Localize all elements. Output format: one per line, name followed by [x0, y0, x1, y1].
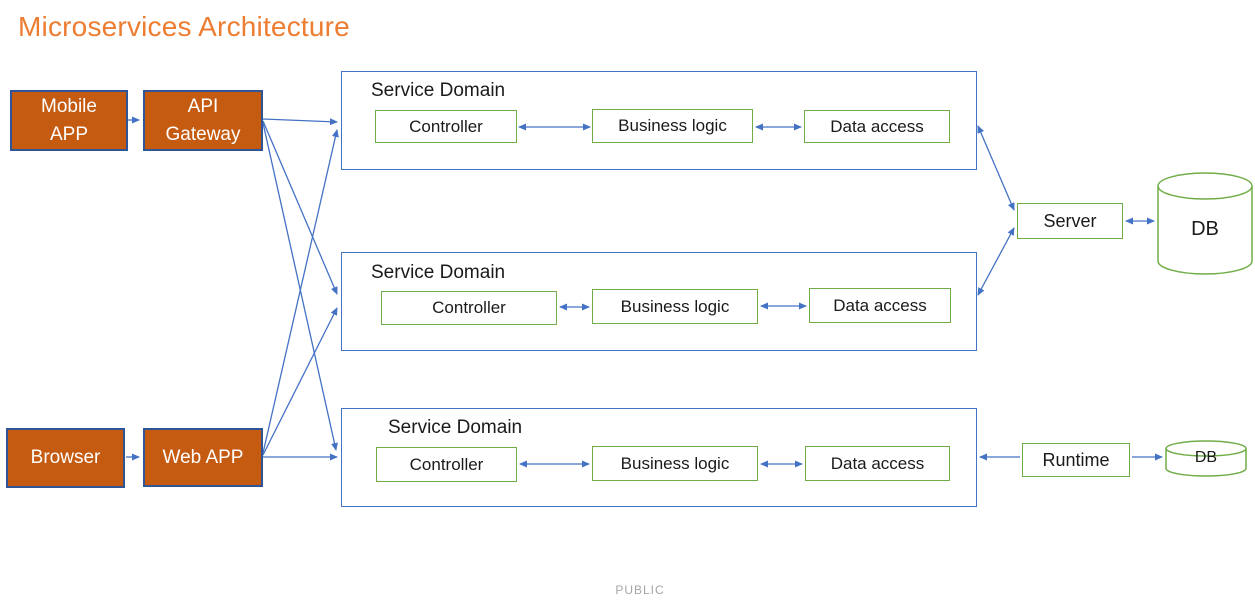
data-access-box-1: Data access: [804, 110, 950, 143]
service-domain-2-label: Service Domain: [371, 262, 506, 283]
arrow-domain2-server: [977, 227, 1015, 296]
arrow-gateway-to-domain1: [262, 118, 338, 126]
runtime-node: Runtime: [1022, 443, 1130, 477]
page-title: Microservices Architecture: [18, 11, 350, 42]
arrow-domain1-server: [977, 125, 1015, 211]
arrow-webapp-to-domain2: [262, 307, 338, 456]
db-runtime-label: DB: [1194, 449, 1218, 466]
api-gateway-label: API Gateway: [165, 95, 241, 145]
data-access-box-2: Data access: [809, 288, 951, 323]
db-cylinder-main-icon: [1157, 172, 1253, 275]
web-app-label: Web APP: [162, 446, 244, 468]
mobile-app-label: Mobile APP: [41, 95, 97, 145]
db-main-label: DB: [1191, 218, 1219, 240]
arrow-webapp-to-domain1: [262, 129, 339, 454]
controller-box-3: Controller: [376, 447, 517, 482]
service-domain-1-label: Service Domain: [371, 80, 506, 101]
mobile-app-node: Mobile APP: [10, 90, 128, 151]
db-cylinder-runtime: DB: [1165, 440, 1247, 477]
arrow-gateway-to-domain3: [262, 122, 338, 451]
api-gateway-node: API Gateway: [143, 90, 263, 151]
server-node: Server: [1017, 203, 1123, 239]
web-app-node: Web APP: [143, 428, 263, 487]
db-cylinder-main: DB: [1157, 172, 1253, 275]
db-cylinder-runtime-icon: [1165, 440, 1247, 477]
controller-box-1: Controller: [375, 110, 517, 143]
browser-node: Browser: [6, 428, 125, 488]
business-logic-box-1: Business logic: [592, 109, 753, 143]
business-logic-box-3: Business logic: [592, 446, 758, 481]
browser-label: Browser: [30, 447, 101, 469]
arrow-gateway-to-domain2: [262, 120, 338, 295]
footer-classification: PUBLIC: [615, 583, 665, 597]
service-domain-3-label: Service Domain: [388, 417, 523, 438]
controller-box-2: Controller: [381, 291, 557, 325]
data-access-box-3: Data access: [805, 446, 950, 481]
business-logic-box-2: Business logic: [592, 289, 758, 324]
